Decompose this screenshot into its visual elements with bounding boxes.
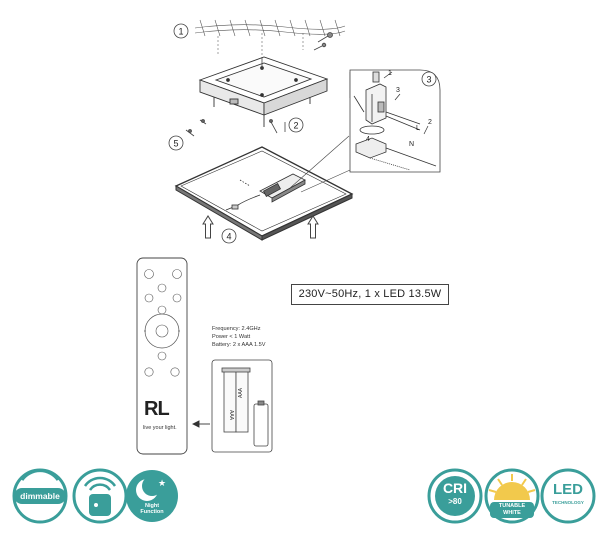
badge-tunable-white [484, 468, 540, 524]
svg-text:3: 3 [426, 75, 431, 85]
step-1-label: 1 [178, 27, 183, 37]
svg-text:3: 3 [396, 87, 400, 94]
svg-text:L: L [416, 125, 420, 132]
push-up-arrows [202, 215, 319, 239]
remote-power: Power < 1 Watt [212, 334, 251, 340]
electrical-spec-box: 230V~50Hz, 1 x LED 13.5W [291, 284, 449, 305]
badge-dimmable-label: dimmable [20, 491, 60, 501]
step-2-marker: 2 [288, 117, 304, 133]
power-cable-detail [355, 137, 437, 171]
badge-tunable-white-label: TUNABLE WHITE [498, 503, 526, 516]
badge-cri [427, 468, 483, 524]
step-1-marker: 1 [173, 23, 189, 39]
led-driver [225, 173, 306, 211]
remote-frequency: Frequency: 2.4GHz [212, 326, 261, 332]
svg-text:2: 2 [428, 119, 432, 126]
svg-text:4: 4 [226, 232, 231, 242]
remote-control [136, 257, 188, 455]
step-5-marker: 5 [168, 135, 184, 151]
svg-text:4: 4 [366, 136, 370, 143]
badge-remote-control [72, 468, 128, 524]
terminal-block [353, 71, 421, 135]
svg-text:N: N [409, 141, 414, 148]
badge-night-function-label: Night Function [140, 503, 164, 515]
svg-text:2: 2 [293, 121, 298, 131]
remote-battery: Battery: 2 x AAA 1.5V [212, 342, 266, 348]
mounting-frame [198, 56, 329, 127]
rl-tagline: live your light. [143, 425, 177, 431]
badge-led-label: LED [553, 481, 583, 498]
badge-led-technology [540, 468, 596, 524]
step-4-marker: 4 [221, 228, 237, 244]
ceiling-surface [194, 19, 346, 37]
badge-led-sub: TECHNOLOGY [552, 500, 584, 505]
badge-cri-label: CRI [442, 480, 468, 496]
svg-text:5: 5 [173, 139, 178, 149]
battery-compartment: AAA AAA [211, 359, 273, 453]
wiring-detail-frame: 3 [349, 69, 441, 173]
svg-text:★: ★ [158, 478, 166, 488]
rl-logo: RL [144, 398, 170, 420]
remote-specs: Frequency: 2.4GHz Power < 1 Watt Battery… [212, 325, 265, 349]
svg-text:AAA: AAA [238, 387, 244, 398]
battery-arrow [191, 420, 210, 428]
badge-night-function: ★ [126, 470, 178, 522]
badge-cri-sub: >80 [448, 497, 462, 506]
ceiling-screws [261, 32, 333, 70]
electrical-spec-text: 230V~50Hz, 1 x LED 13.5W [298, 288, 442, 300]
svg-text:AAA: AAA [228, 410, 234, 421]
badge-dimmable [12, 468, 68, 524]
